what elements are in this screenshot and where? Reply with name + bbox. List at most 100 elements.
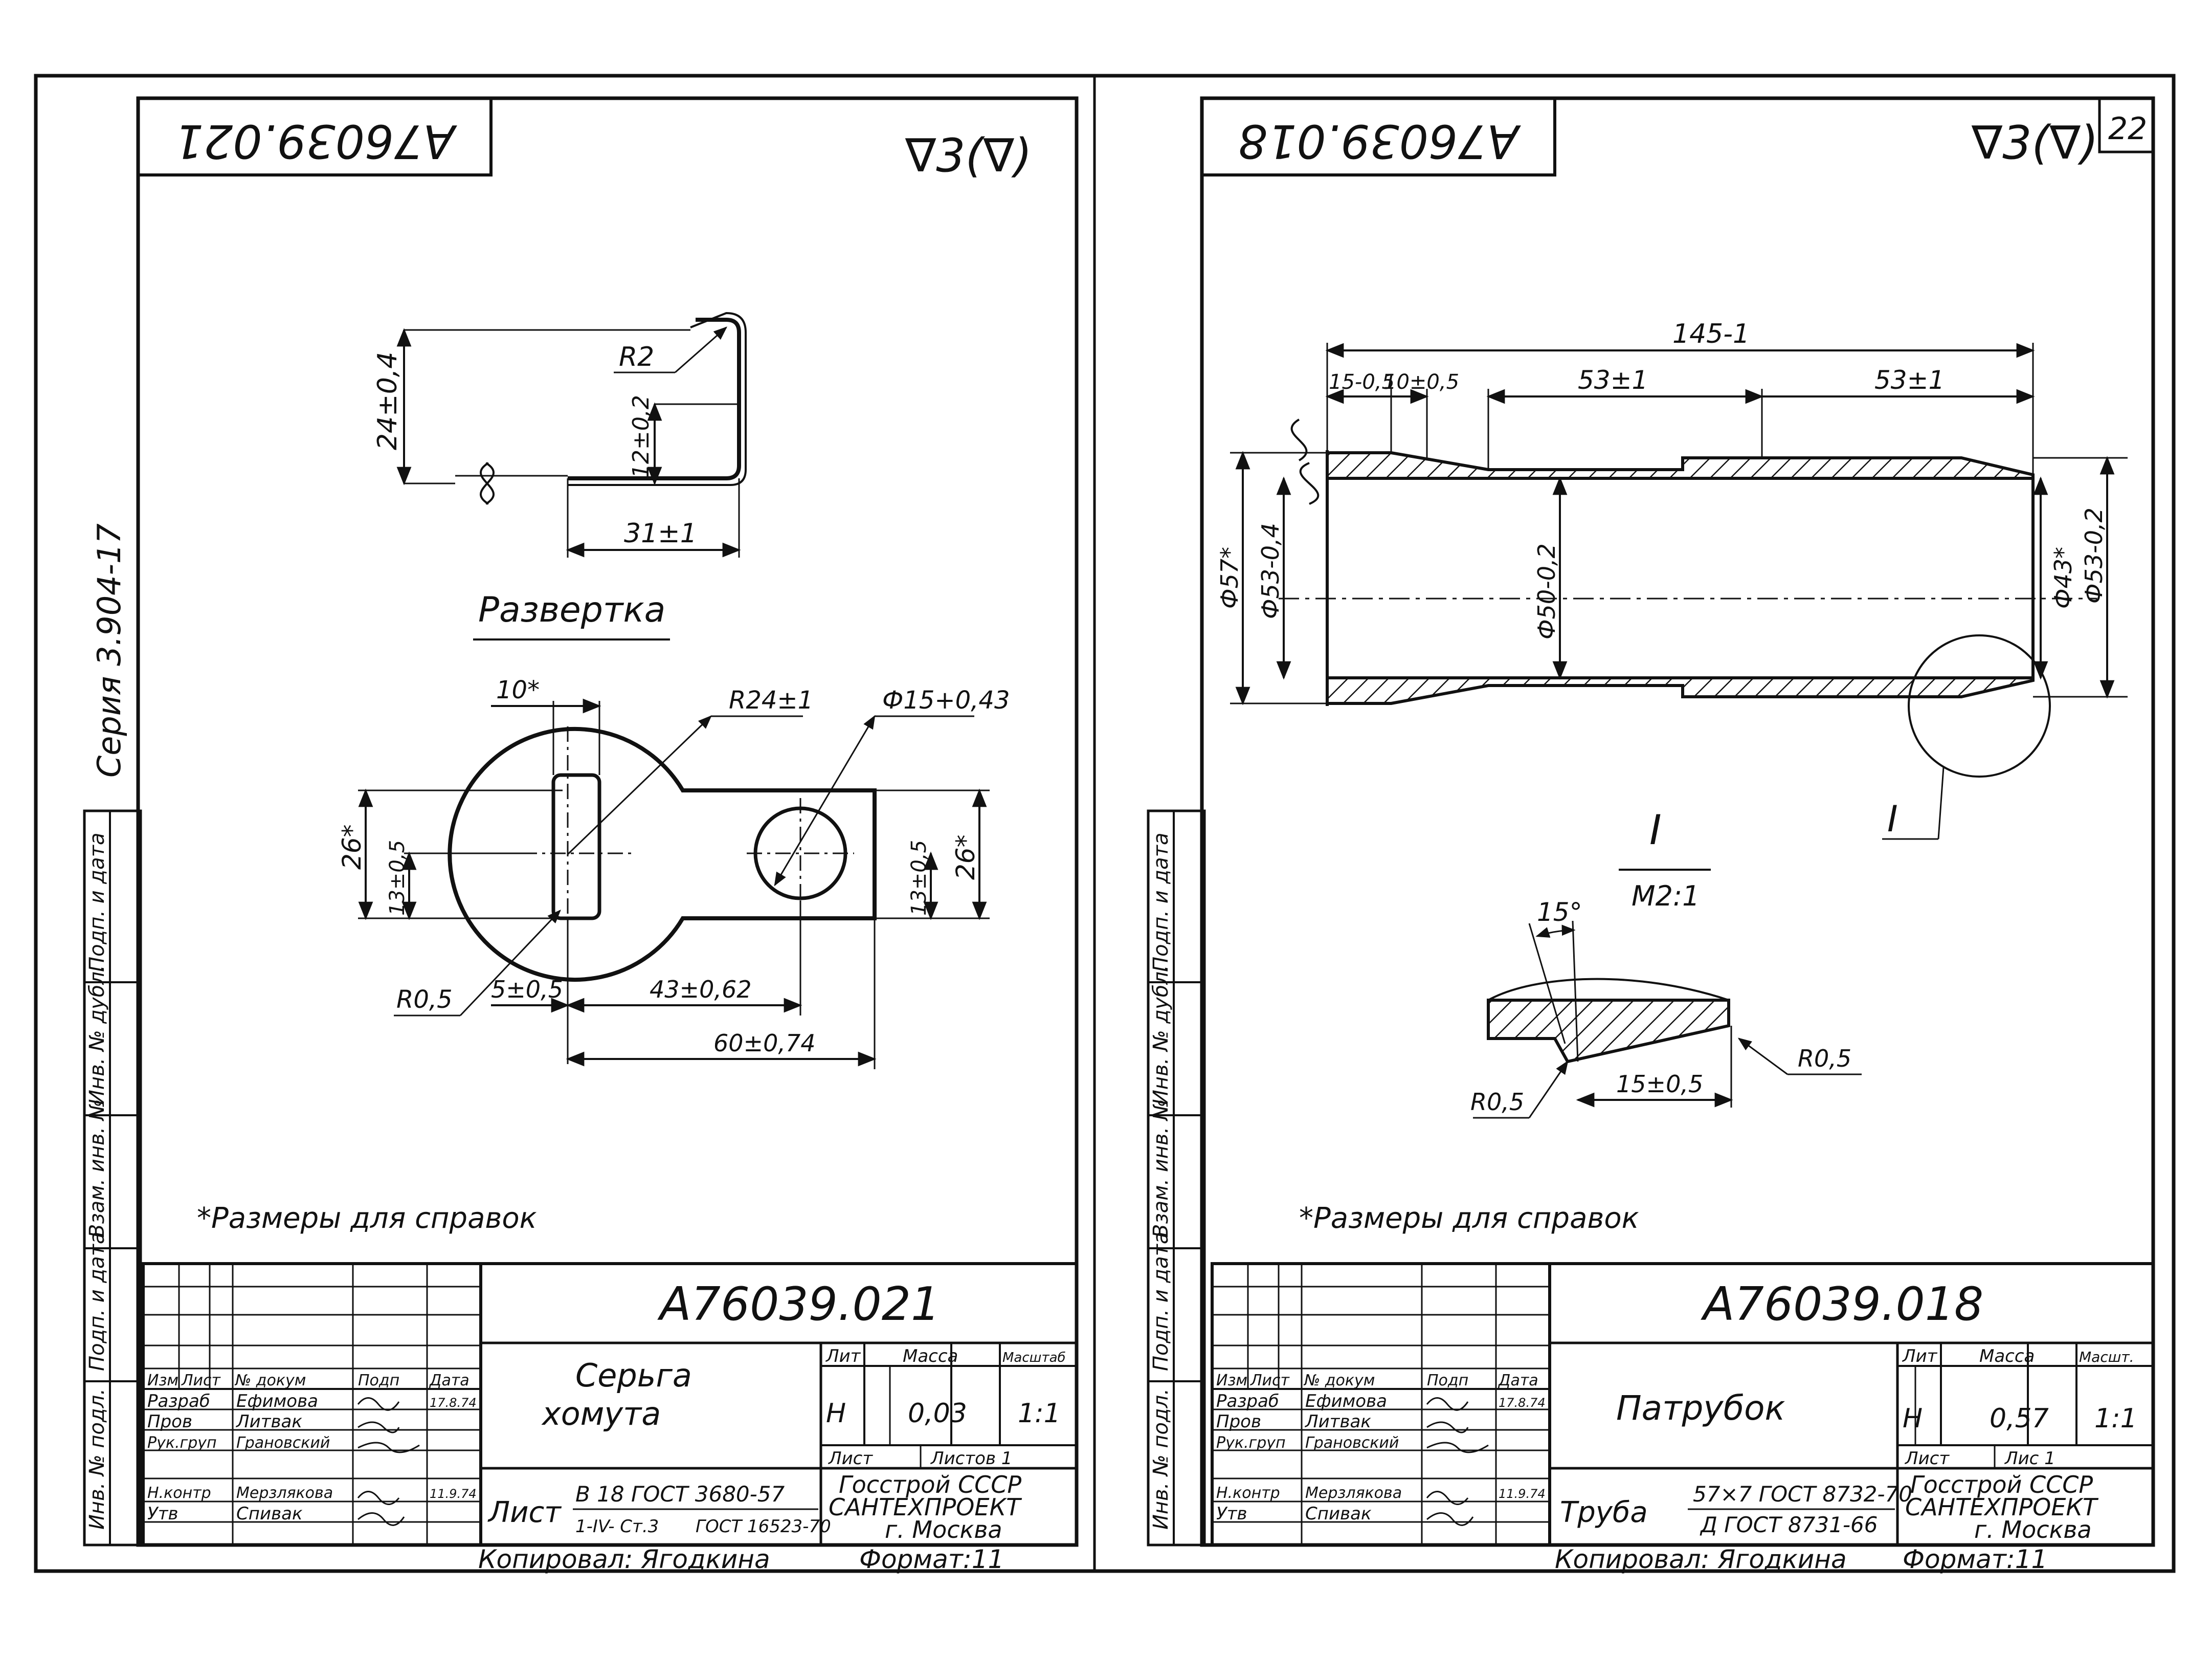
left-flat-part: 10* R24±1 Ф15+0,43 26* 13±0,5 13±0,5 2 [337, 676, 1010, 1069]
dim-26-right: 26* [951, 834, 980, 880]
right-footer-copied: Копировал: Ягодкина [1555, 1544, 1847, 1574]
dim-145: 145-1 [1672, 319, 1750, 349]
detail-marker: I [1887, 798, 1898, 840]
person: Грановский [236, 1434, 330, 1452]
outer-frame [34, 74, 2176, 1573]
left-footer-copied: Копировал: Ягодкина [478, 1544, 770, 1574]
right-note: *Размеры для справок [1299, 1202, 1639, 1235]
hdr-doc: № докум [234, 1372, 306, 1389]
sheets-label: Листов 1 [930, 1448, 1012, 1469]
material-prefix: Лист [487, 1496, 562, 1529]
org-line-3: г. Москва [1974, 1516, 2092, 1543]
hdr-lit: Лит [1902, 1346, 1938, 1366]
left-title-block: Изм Лист № докум Подп Дата Разраб Пров Р… [142, 1262, 1078, 1547]
person: Ефимова [1305, 1391, 1387, 1411]
detail-view: I М2:1 15° 15±0,5 R0,5 R0,5 [1470, 806, 1862, 1119]
margin-label: Взам. инв. № [85, 1099, 109, 1238]
person: Мерзлякова [236, 1484, 333, 1502]
dim-53a: 53±1 [1578, 365, 1648, 395]
date: 11.9.74 [1499, 1487, 1546, 1501]
dim-15: 15-0,5 [1329, 370, 1395, 394]
person: Грановский [1305, 1434, 1399, 1452]
role: Рук.груп [147, 1434, 217, 1452]
dim-13-right: 13±0,5 [907, 840, 931, 916]
page-number: 22 [2108, 111, 2147, 147]
dim-10: 10±0,5 [1383, 370, 1459, 394]
material-line-3: ГОСТ 16523-70 [696, 1516, 831, 1537]
person: Литвак [235, 1411, 302, 1432]
right-margin-column: Инв. № подл. Подп. и дата Взам. инв. № И… [1147, 809, 1206, 1547]
left-sheet: А76039.021 ∇3(∇) 24±0,4 12±0,2 31±1 [136, 96, 1079, 1574]
right-part-name: Патрубок [1616, 1388, 1785, 1428]
org-line-2: САНТЕХПРОЕКТ [829, 1493, 1022, 1521]
role: Разраб [147, 1391, 210, 1411]
dim-phi53-left: Ф53-0,4 [1257, 523, 1284, 619]
series-label: Серия 3.904-17 [91, 523, 128, 778]
hdr-list: Лист [1250, 1372, 1290, 1389]
masshtab-value: 1:1 [1018, 1398, 1061, 1429]
dim-R2: R2 [619, 342, 654, 372]
person: Мерзлякова [1305, 1484, 1402, 1502]
lit-value: Н [826, 1398, 846, 1429]
hdr-masshtab: Масшт. [2079, 1349, 2134, 1365]
margin-label: Подп. и дата [85, 833, 109, 972]
hdr-podp: Подп [1427, 1372, 1468, 1389]
dim-24: 24±0,4 [372, 352, 403, 450]
dim-53b: 53±1 [1874, 365, 1945, 395]
left-roughness-mark: ∇3(∇) [905, 129, 1032, 183]
right-mirrored-code: А76039.018 [1238, 114, 1521, 168]
dim-phi15: Ф15+0,43 [882, 686, 1010, 715]
role: Утв [1216, 1504, 1247, 1524]
hdr-data: Дата [1498, 1372, 1538, 1389]
massa-value: 0,57 [1990, 1403, 2049, 1434]
dim-R05-a: R0,5 [1470, 1088, 1524, 1116]
sheet-label: Лист [1904, 1448, 1950, 1469]
detail-scale: М2:1 [1632, 880, 1700, 912]
hdr-list: Лист [181, 1372, 221, 1389]
hdr-izm: Изм [147, 1372, 178, 1389]
role: Н.контр [1216, 1484, 1280, 1502]
margin-label: Подп. и дата [1149, 833, 1173, 972]
material-line-1: 57×7 ГОСТ 8732-70 [1693, 1482, 1912, 1507]
signatures [357, 1397, 420, 1526]
margin-label: Инв. № дубл. [1149, 965, 1173, 1105]
hdr-massa: Масса [1979, 1346, 2035, 1366]
signatures [1426, 1397, 1489, 1526]
hdr-lit: Лит [825, 1346, 861, 1366]
role: Пров [147, 1411, 192, 1432]
margin-label: Инв. № подл. [1149, 1388, 1173, 1530]
material-line-2: Д ГОСТ 8731-66 [1700, 1512, 1878, 1537]
dim-phi53-right: Ф53-0,2 [2080, 507, 2108, 604]
person: Ефимова [236, 1391, 318, 1411]
right-doc-code: А76039.018 [1701, 1277, 1983, 1331]
material-line-2: 1-IV- Ст.3 [575, 1516, 659, 1537]
org-line-1: Госстрой СССР [1910, 1471, 2093, 1498]
dim-13-left: 13±0,5 [386, 840, 409, 916]
dim-60: 60±0,74 [713, 1029, 816, 1057]
left-mirrored-code: А76039.021 [174, 114, 457, 168]
hdr-izm: Изм [1216, 1372, 1247, 1389]
detail-label: I [1649, 806, 1662, 854]
left-note: *Размеры для справок [197, 1202, 537, 1235]
dim-15-detail: 15±0,5 [1616, 1070, 1703, 1098]
date: 17.8.74 [430, 1396, 477, 1410]
right-inner-frame [1200, 96, 2155, 1547]
dim-26-left: 26* [337, 824, 367, 870]
hdr-data: Дата [429, 1372, 470, 1389]
margin-label: Подп. и дата [1149, 1232, 1173, 1371]
role: Разраб [1216, 1391, 1279, 1411]
dim-12: 12±0,2 [628, 395, 654, 478]
right-title-block: Изм Лист № докум Подп Дата Разраб Пров Р… [1211, 1262, 2155, 1547]
dim-R24: R24±1 [729, 686, 813, 715]
material-line-1: В 18 ГОСТ 3680-57 [575, 1482, 785, 1507]
left-bent-profile: 24±0,4 12±0,2 31±1 R2 [372, 312, 747, 558]
left-code-box [137, 97, 493, 176]
unfold-label: Развертка [478, 590, 665, 630]
dim-phi43: Ф43* [2049, 547, 2077, 609]
margin-label: Подп. и дата [85, 1232, 109, 1371]
lit-value: Н [1903, 1403, 1923, 1434]
right-sheet: А76039.018 22 ∇3(∇) 145-1 15-0,5 10±0,5 [1200, 96, 2155, 1574]
sheet-label: Лист [828, 1448, 873, 1469]
dim-R05-b: R0,5 [1798, 1045, 1851, 1072]
